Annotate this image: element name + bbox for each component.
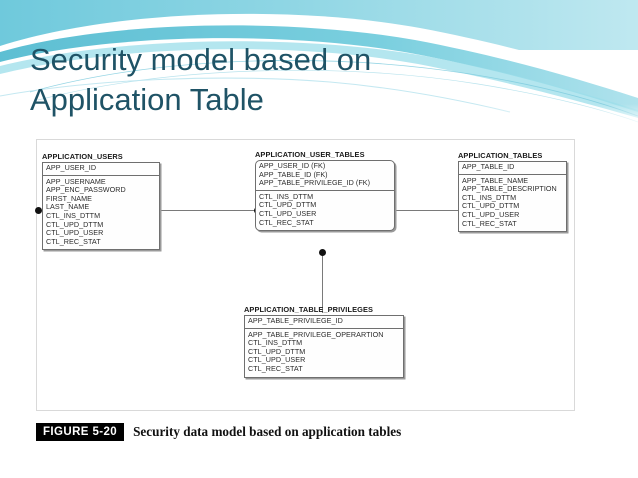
er-diagram-panel: APPLICATION_USERS APP_USER_ID APP_USERNA… [35,139,575,411]
pk-column: APP_TABLE_PRIVILEGE_ID [248,316,343,325]
page-title: Security model based on Application Tabl… [30,42,372,117]
relationship-endpoint-dot-bottom [319,249,326,256]
primary-key-section: APP_USER_ID (FK) APP_TABLE_ID (FK) APP_T… [256,161,394,191]
attribute-column: CTL_INS_DTTM [462,192,517,202]
figure-caption-text: Security data model based on application… [133,424,402,439]
relationship-line-users-to-user-tables [157,210,258,211]
entity-application-table-privileges[interactable]: APPLICATION_TABLE_PRIVILEGES APP_TABLE_P… [244,305,404,378]
attribute-column: CTL_UPD_USER [248,355,306,365]
entity-box: APP_USER_ID (FK) APP_TABLE_ID (FK) APP_T… [255,160,395,232]
attribute-column: CTL_INS_DTTM [259,191,314,201]
pk-column: APP_TABLE_PRIVILEGE_ID (FK) [259,178,371,188]
pk-column: APP_USER_ID [46,163,97,172]
figure-block: APPLICATION_USERS APP_USER_ID APP_USERNA… [35,139,575,445]
entity-title: APPLICATION_TABLES [458,151,543,160]
attribute-column: CTL_UPD_USER [462,209,520,219]
entity-title: APPLICATION_USER_TABLES [255,150,365,159]
primary-key-section: APP_TABLE_ID [459,162,566,175]
attribute-column: APP_ENC_PASSWORD [46,185,126,195]
slide-header-decoration [0,0,638,128]
attribute-column: CTL_REC_STAT [46,236,101,246]
attribute-section: APP_TABLE_PRIVILEGE_OPERARTION CTL_INS_D… [245,329,403,377]
attribute-column: FIRST_NAME [46,193,93,203]
attribute-column: CTL_UPD_DTTM [462,201,520,211]
attribute-column: CTL_REC_STAT [248,363,303,373]
attribute-column: CTL_UPD_USER [259,208,317,218]
entity-application-tables[interactable]: APPLICATION_TABLES APP_TABLE_ID APP_TABL… [458,151,567,233]
attribute-column: LAST_NAME [46,202,90,212]
entity-title: APPLICATION_USERS [42,152,123,161]
attribute-column: CTL_INS_DTTM [46,210,101,220]
attribute-column: APP_TABLE_DESCRIPTION [462,184,557,194]
pk-column: APP_TABLE_ID (FK) [259,169,328,179]
entity-application-user-tables[interactable]: APPLICATION_USER_TABLES APP_USER_ID (FK)… [255,150,395,232]
attribute-column: CTL_UPD_DTTM [248,346,306,356]
attribute-column: CTL_REC_STAT [259,217,314,227]
attribute-column: CTL_REC_STAT [462,218,517,228]
pk-column: APP_TABLE_ID [462,162,515,171]
entity-box: APP_USER_ID APP_USERNAME APP_ENC_PASSWOR… [42,162,160,251]
entity-title: APPLICATION_TABLE_PRIVILEGES [244,305,374,314]
attribute-column: APP_TABLE_NAME [462,175,529,185]
figure-number-badge: FIGURE 5-20 [36,423,125,441]
er-diagram-canvas: APPLICATION_USERS APP_USER_ID APP_USERNA… [35,140,574,410]
attribute-section: CTL_INS_DTTM CTL_UPD_DTTM CTL_UPD_USER C… [256,191,394,230]
header-swoosh-graphic [0,0,638,128]
attribute-column: APP_USERNAME [46,176,106,186]
entity-application-users[interactable]: APPLICATION_USERS APP_USER_ID APP_USERNA… [42,152,160,251]
pk-column: APP_USER_ID (FK) [259,161,326,170]
attribute-column: CTL_UPD_USER [46,228,104,238]
relationship-line-user-tables-to-privileges [322,253,323,313]
figure-caption: FIGURE 5-20 Security data model based on… [36,420,575,444]
attribute-column: CTL_INS_DTTM [248,338,303,348]
primary-key-section: APP_USER_ID [43,163,159,176]
attribute-column: CTL_UPD_DTTM [259,200,317,210]
attribute-column: CTL_UPD_DTTM [46,219,104,229]
entity-box: APP_TABLE_PRIVILEGE_ID APP_TABLE_PRIVILE… [244,315,404,378]
attribute-section: APP_TABLE_NAME APP_TABLE_DESCRIPTION CTL… [459,175,566,232]
attribute-section: APP_USERNAME APP_ENC_PASSWORD FIRST_NAME… [43,176,159,250]
attribute-column: APP_TABLE_PRIVILEGE_OPERARTION [248,329,384,339]
entity-box: APP_TABLE_ID APP_TABLE_NAME APP_TABLE_DE… [458,161,567,233]
relationship-line-user-tables-to-tables [393,210,461,211]
primary-key-section: APP_TABLE_PRIVILEGE_ID [245,316,403,329]
relationship-endpoint-dot-users [35,207,42,214]
